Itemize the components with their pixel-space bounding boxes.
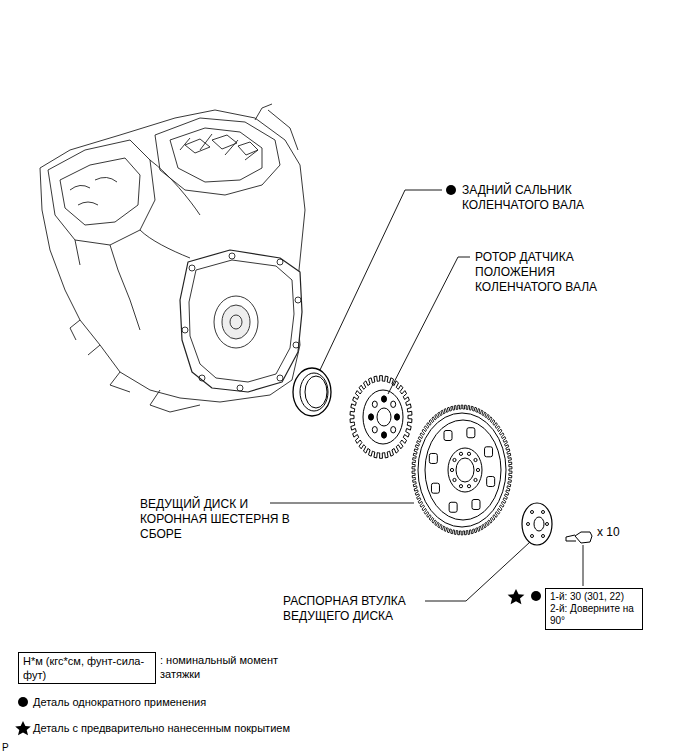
legend-text: : номинальный момент затяжки [160, 653, 280, 681]
part-name: РОТОР ДАТЧИКА ПОЛОЖЕНИЯ КОЛЕНЧАТОГО ВАЛА [475, 250, 610, 295]
node-text: 2-й: Доверните на 90° [550, 603, 638, 627]
part-name: РАСПОРНАЯ ВТУЛКА ВЕДУЩЕГО ДИСКА [283, 594, 423, 624]
legend-text: Деталь с предварительно нанесенным покры… [33, 721, 363, 735]
node-text: 1-й: 30 (301, 22) [550, 591, 638, 603]
legend-torque-box: Н*м (кгс*см, фунт-сила-фут) [18, 652, 156, 684]
legend-text: Деталь однократного применения [33, 695, 333, 709]
part-name: ВЕДУЩИЙ ДИСК И КОРОННАЯ ШЕСТЕРНЯ В СБОРЕ [140, 497, 290, 542]
drive-plate [412, 405, 512, 535]
bolt [566, 532, 592, 543]
engine-drawing [40, 104, 305, 412]
oil-seal [293, 368, 331, 416]
quantity-label: x 10 [597, 525, 637, 540]
crank-rotor [350, 376, 412, 459]
torque-box: 1-й: 30 (301, 22)2-й: Доверните на 90° [545, 588, 643, 630]
part-name: ЗАДНИЙ САЛЬНИК КОЛЕНЧАТОГО ВАЛА [462, 183, 612, 213]
symbols [15, 185, 541, 735]
node-text: Н*м (кгс*см, фунт-сила-фут) [23, 654, 151, 682]
page-mark: P [2, 740, 16, 755]
spacer [522, 503, 552, 545]
